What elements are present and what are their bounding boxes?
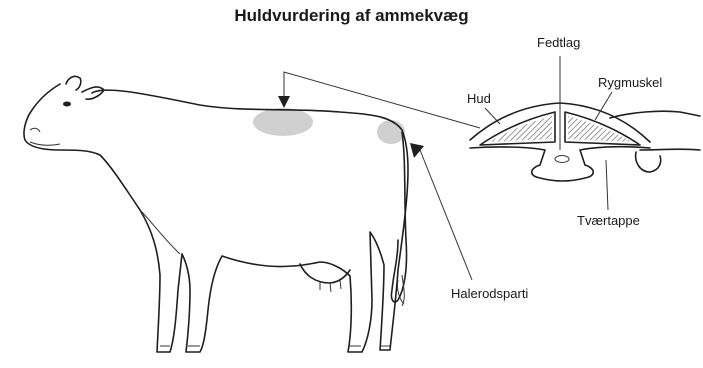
cow-mouth	[30, 142, 60, 145]
label-rygmuskel: Rygmuskel	[598, 75, 662, 90]
spinal-canal	[555, 156, 569, 163]
tailhead-scoring-area	[377, 120, 405, 144]
hand-illustration	[610, 111, 700, 172]
label-tvaertappe: Tværtappe	[577, 213, 640, 228]
label-halerodsparti: Halerodsparti	[451, 286, 528, 301]
cow-nostril	[30, 128, 40, 132]
leader-rygmuskel	[595, 92, 612, 120]
leader-hud	[485, 108, 500, 124]
cow-illustration	[24, 76, 408, 352]
cow-outline	[24, 84, 408, 352]
cow-ear-left	[66, 76, 81, 90]
label-hud: Hud	[467, 91, 491, 106]
back-reference-line	[284, 72, 480, 128]
cow-udder	[300, 264, 350, 283]
cow-eye	[63, 102, 71, 107]
label-fedtlag: Fedtlag	[537, 35, 580, 50]
muscle-hatch-right	[568, 116, 632, 142]
back-cross-section	[470, 103, 700, 181]
cross-section-vertebra	[470, 147, 650, 181]
back-scoring-area	[253, 108, 313, 136]
cow-shoulder-line	[140, 210, 180, 254]
arrow-down-icon	[278, 96, 290, 108]
leader-tvaertappe	[606, 160, 608, 210]
cow-tail-tuft	[397, 275, 404, 306]
tailhead-reference-line	[420, 150, 472, 280]
